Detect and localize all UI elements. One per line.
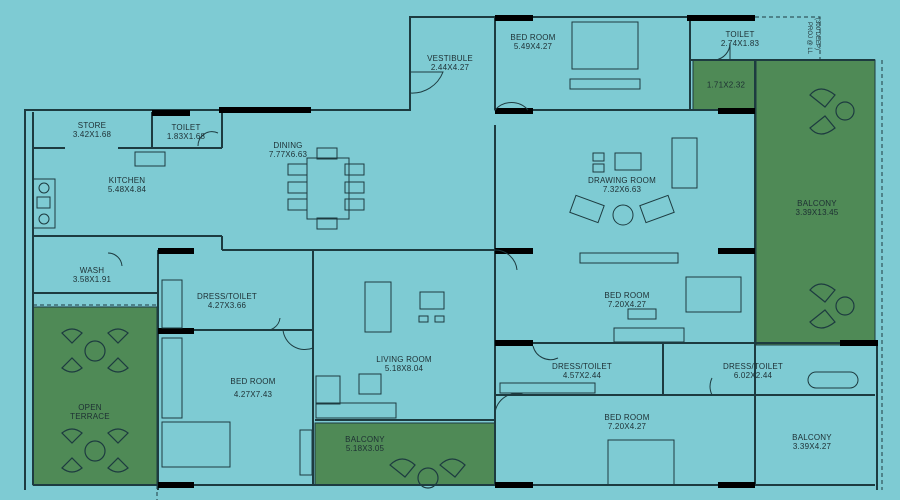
open-terrace-area: [32, 306, 158, 486]
projection-note-line1: (300 DEEP): [814, 18, 820, 51]
furniture: [32, 21, 859, 486]
columns: [152, 15, 878, 488]
stove: [32, 178, 56, 229]
doors: [107, 42, 731, 414]
projection-note: (300 DEEP) PROJ @ LL: [806, 18, 848, 58]
projection-note-line2: PROJ @ LL: [806, 22, 812, 55]
kitchen-sink: [134, 151, 166, 167]
dining-table: [306, 157, 350, 220]
small-green-area: [692, 59, 756, 111]
patio-furniture: [61, 88, 855, 489]
balcony-green-living: [314, 422, 496, 486]
balcony-green-right: [755, 59, 876, 346]
room-label-small-area: 1.71X2.32: [706, 80, 746, 90]
walls: [24, 16, 878, 490]
projection-outline: [33, 16, 883, 500]
bed-top: [571, 21, 639, 70]
